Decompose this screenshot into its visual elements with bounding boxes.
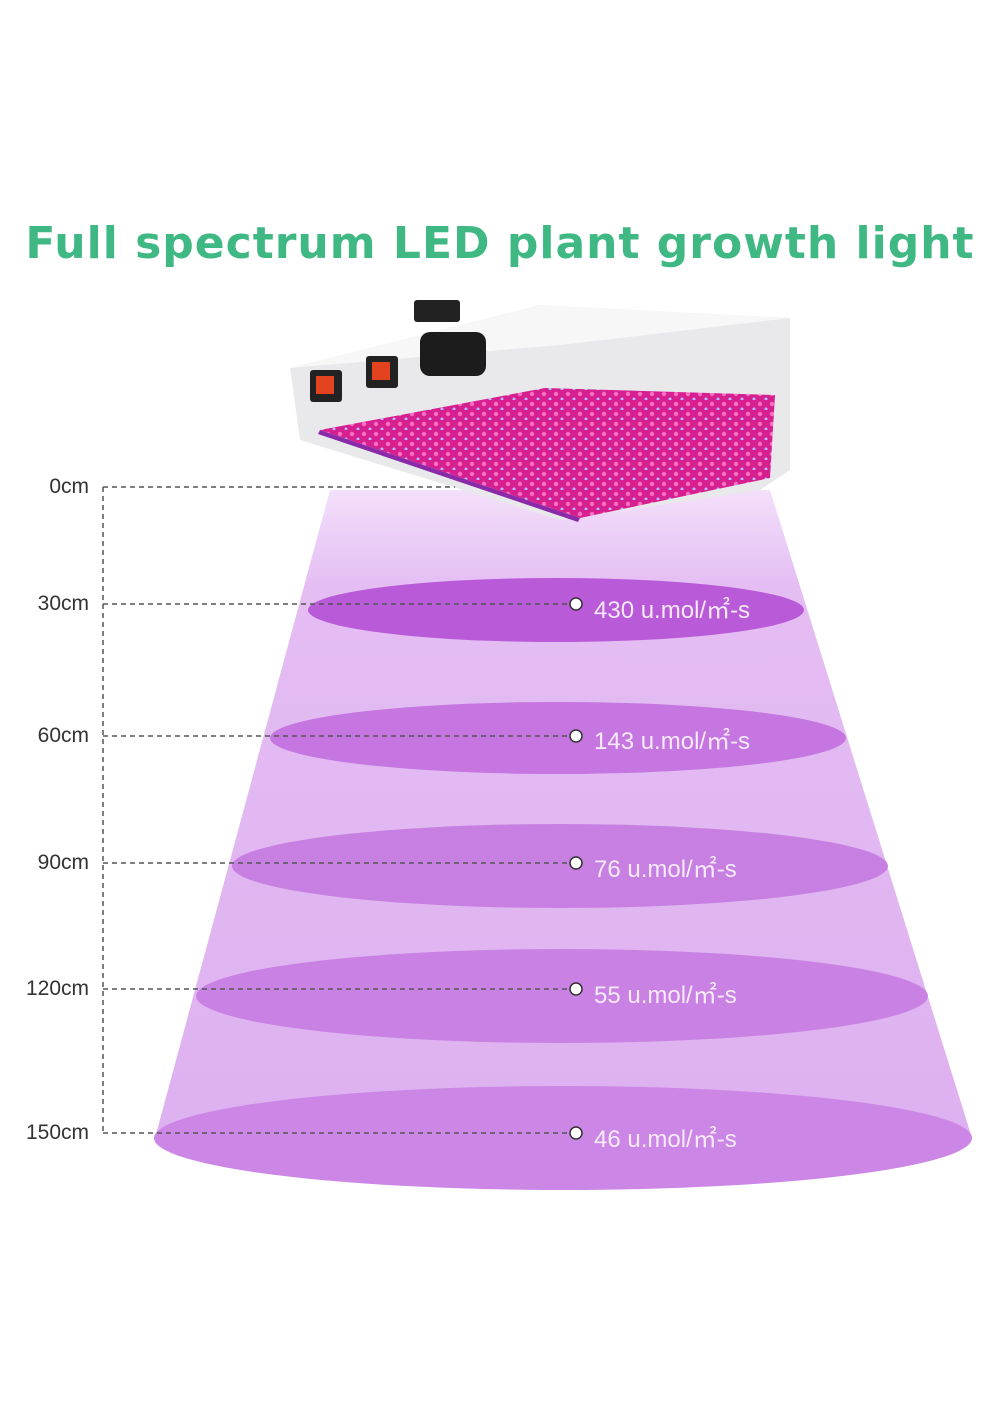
ring-150cm (154, 1086, 972, 1190)
ppfd-value: 430 u.mol/㎡-s (594, 597, 751, 624)
ring-90cm (232, 824, 888, 908)
distance-scale (102, 486, 570, 1134)
ppfd-value: 46 u.mol/㎡-s (594, 1126, 737, 1153)
ring-120cm (196, 949, 928, 1043)
distance-label: 90cm (37, 851, 89, 874)
page-title: Full spectrum LED plant growth light (25, 218, 975, 269)
distance-label: 30cm (37, 592, 89, 615)
distance-label: 0cm (49, 475, 89, 498)
ppfd-value: 55 u.mol/㎡-s (594, 982, 737, 1009)
power-socket (420, 332, 486, 376)
ppfd-value: 76 u.mol/㎡-s (594, 856, 737, 883)
distance-label: 60cm (37, 724, 89, 747)
distance-label: 120cm (25, 977, 89, 1000)
ppfd-value: 143 u.mol/㎡-s (594, 728, 751, 755)
distance-label: 150cm (25, 1121, 89, 1144)
led-grow-light-fixture (290, 300, 790, 522)
marker-points (569, 597, 583, 1140)
ring-30cm (308, 578, 804, 642)
ring-60cm (270, 702, 846, 774)
